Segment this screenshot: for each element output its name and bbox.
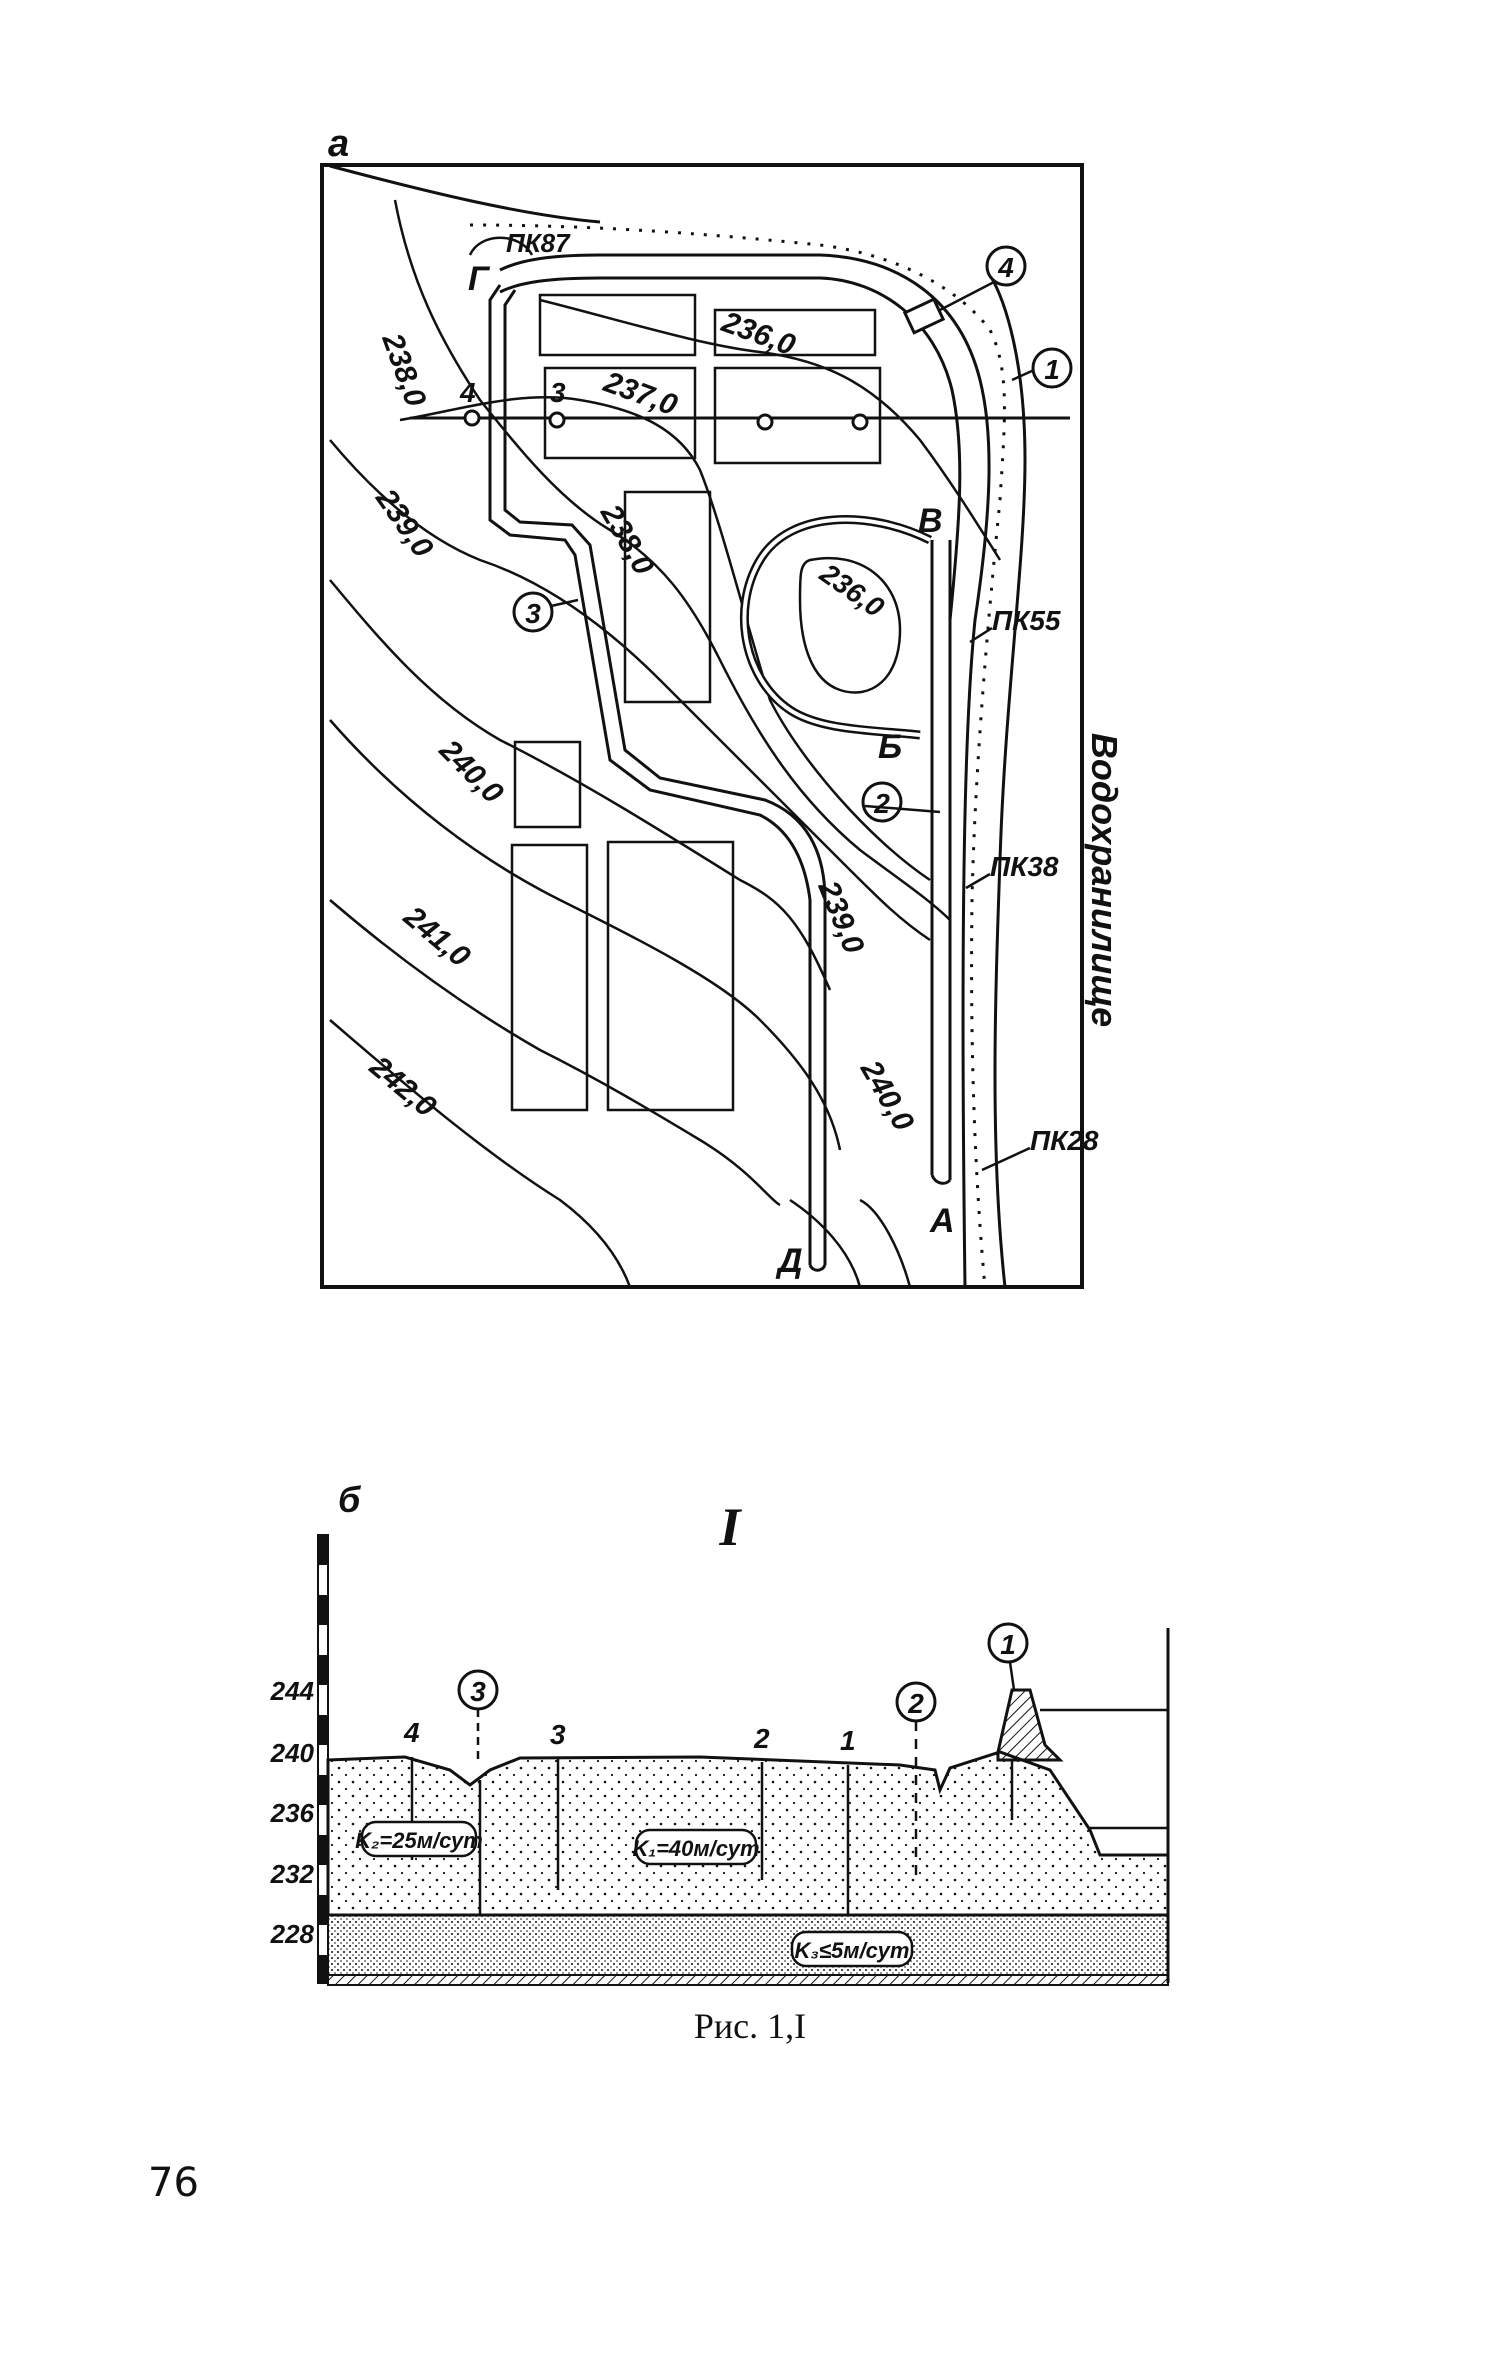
label-k1: K₁=40м/сут — [632, 1836, 759, 1861]
well-label-3: 3 — [550, 377, 566, 408]
sec-well-4: 4 — [403, 1717, 420, 1748]
map-frame — [320, 163, 1084, 1289]
picket-28: ПК28 — [1030, 1125, 1099, 1156]
contour-label-242: 242,0 — [363, 1049, 443, 1123]
sec-well-3: 3 — [550, 1719, 566, 1750]
well-1-marker — [851, 413, 869, 431]
contour-label-239a: 239,0 — [369, 482, 440, 564]
well-3-marker — [548, 411, 566, 429]
label-k2: K₂=25м/сут — [355, 1828, 483, 1853]
contour-label-240a: 240,0 — [432, 733, 509, 810]
elev-236: 236 — [270, 1798, 315, 1828]
building-blocks — [510, 293, 882, 1112]
point-v: В — [918, 502, 943, 540]
well-2-marker — [756, 413, 774, 431]
contour-label-inner: 236,0 — [814, 557, 890, 623]
sec-circle-1: 1 — [1000, 1629, 1016, 1660]
elev-228: 228 — [270, 1919, 315, 1949]
sec-circle-2: 2 — [907, 1688, 924, 1719]
point-a: А — [929, 1202, 955, 1240]
top-road — [329, 164, 601, 224]
section-title: I — [718, 1497, 742, 1557]
inner-contour-loop — [798, 556, 902, 694]
section-circled: 3 2 1 — [457, 1622, 1029, 1880]
picket-87: ПК87 — [506, 228, 571, 258]
picket-labels: ПК87 ПК55 ПК38 ПК28 — [468, 228, 1099, 1172]
contour-label-240b: 240,0 — [853, 1054, 920, 1137]
bedrock — [327, 1974, 1169, 1986]
road-3 — [488, 284, 827, 1272]
sec-well-1: 1 — [840, 1725, 856, 1756]
figure-caption: Рис. 1,I — [693, 2006, 807, 2046]
lower-layer — [327, 1914, 1169, 1976]
section-wells — [410, 1757, 1014, 1915]
sec-well-2: 2 — [753, 1723, 770, 1754]
circled-labels: 1 2 3 4 — [512, 245, 1073, 823]
elevation-scale — [317, 1534, 329, 1984]
plan-map: а — [320, 123, 1125, 1289]
upper-aquifer — [326, 1750, 1170, 1917]
elev-244: 244 — [270, 1676, 315, 1706]
dam-body — [996, 1688, 1064, 1762]
road-2 — [930, 540, 952, 1180]
circle-label-4: 4 — [997, 252, 1014, 283]
point-b: Б — [878, 728, 902, 766]
pumping-station — [902, 297, 946, 335]
point-g: Г — [468, 260, 491, 298]
panel-b-letter: б — [338, 1479, 362, 1520]
picket-38: ПК38 — [990, 851, 1059, 882]
picket-55: ПК55 — [992, 605, 1061, 636]
circle-label-2: 2 — [873, 788, 890, 819]
road-point-labels: А Б В Г Д — [468, 260, 955, 1280]
contour-lines — [329, 199, 1002, 1288]
label-k3: K₃≤5м/сут — [795, 1938, 910, 1963]
well-4-marker — [463, 409, 481, 427]
permeability-labels: K₂=25м/сут K₁=40м/сут K₃≤5м/сут — [355, 1820, 914, 1968]
water-levels — [1040, 1708, 1168, 1830]
contour-label-238b: 238,0 — [593, 498, 660, 581]
page-number: 76 — [148, 2160, 199, 2206]
contour-label-237: 237,0 — [599, 365, 682, 422]
section-well-labels: 4 3 2 1 — [403, 1717, 856, 1756]
circle-label-1: 1 — [1044, 354, 1060, 385]
contour-label-238a: 238,0 — [375, 328, 432, 411]
elevation-labels: 244 240 236 232 228 — [270, 1676, 315, 1949]
sec-circle-3: 3 — [470, 1676, 486, 1707]
reservoir-label: Водохранилище — [1084, 733, 1125, 1027]
contour-label-239b: 239,0 — [811, 875, 870, 958]
contour-labels: 236,0 237,0 238,0 238,0 239,0 239,0 240,… — [363, 305, 920, 1137]
elev-232: 232 — [270, 1859, 315, 1889]
point-d: Д — [775, 1242, 803, 1280]
well-label-4: 4 — [459, 377, 476, 408]
panel-a-letter: а — [328, 123, 349, 165]
elev-240: 240 — [270, 1738, 315, 1768]
circle-label-3: 3 — [525, 598, 541, 629]
